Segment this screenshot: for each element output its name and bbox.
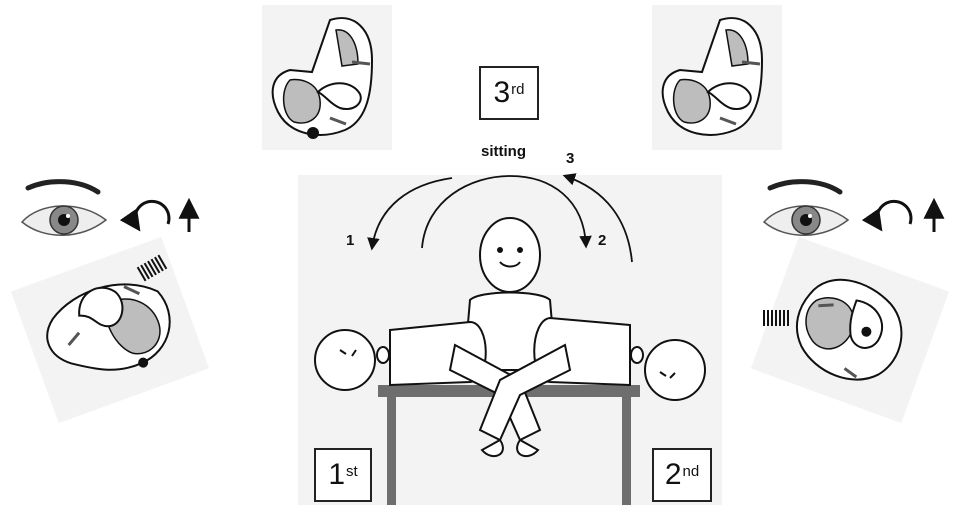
ear-labyrinth-icon (271, 17, 374, 139)
ear-labyrinth-icon (661, 17, 764, 136)
eye-icon (20, 179, 108, 236)
nystagmus-lines-icon (763, 310, 789, 326)
ear-labyrinth-icon (10, 236, 210, 424)
arrow-label-2: 2 (598, 232, 607, 249)
stage-first-number: 1 (328, 458, 345, 491)
ear-labyrinth-icon (750, 236, 950, 424)
sitting-label: sitting (481, 143, 526, 160)
maneuver-arrows (367, 173, 633, 263)
rotation-arrow-icon (861, 199, 913, 232)
stage-second-suffix: nd (682, 462, 700, 480)
arrow-label-3: 3 (566, 150, 575, 167)
nystagmus-lines-icon (136, 254, 168, 282)
stage-second-number: 2 (664, 458, 682, 491)
eye-icon (762, 179, 850, 236)
stage-first-suffix: st (346, 462, 358, 480)
stage-third-number: 3 (493, 76, 511, 109)
stage-third-suffix: rd (511, 80, 525, 98)
rotation-arrow-icon (119, 199, 171, 232)
arrow-label-1: 1 (346, 232, 355, 249)
right-lying-patient-figure (478, 316, 706, 458)
